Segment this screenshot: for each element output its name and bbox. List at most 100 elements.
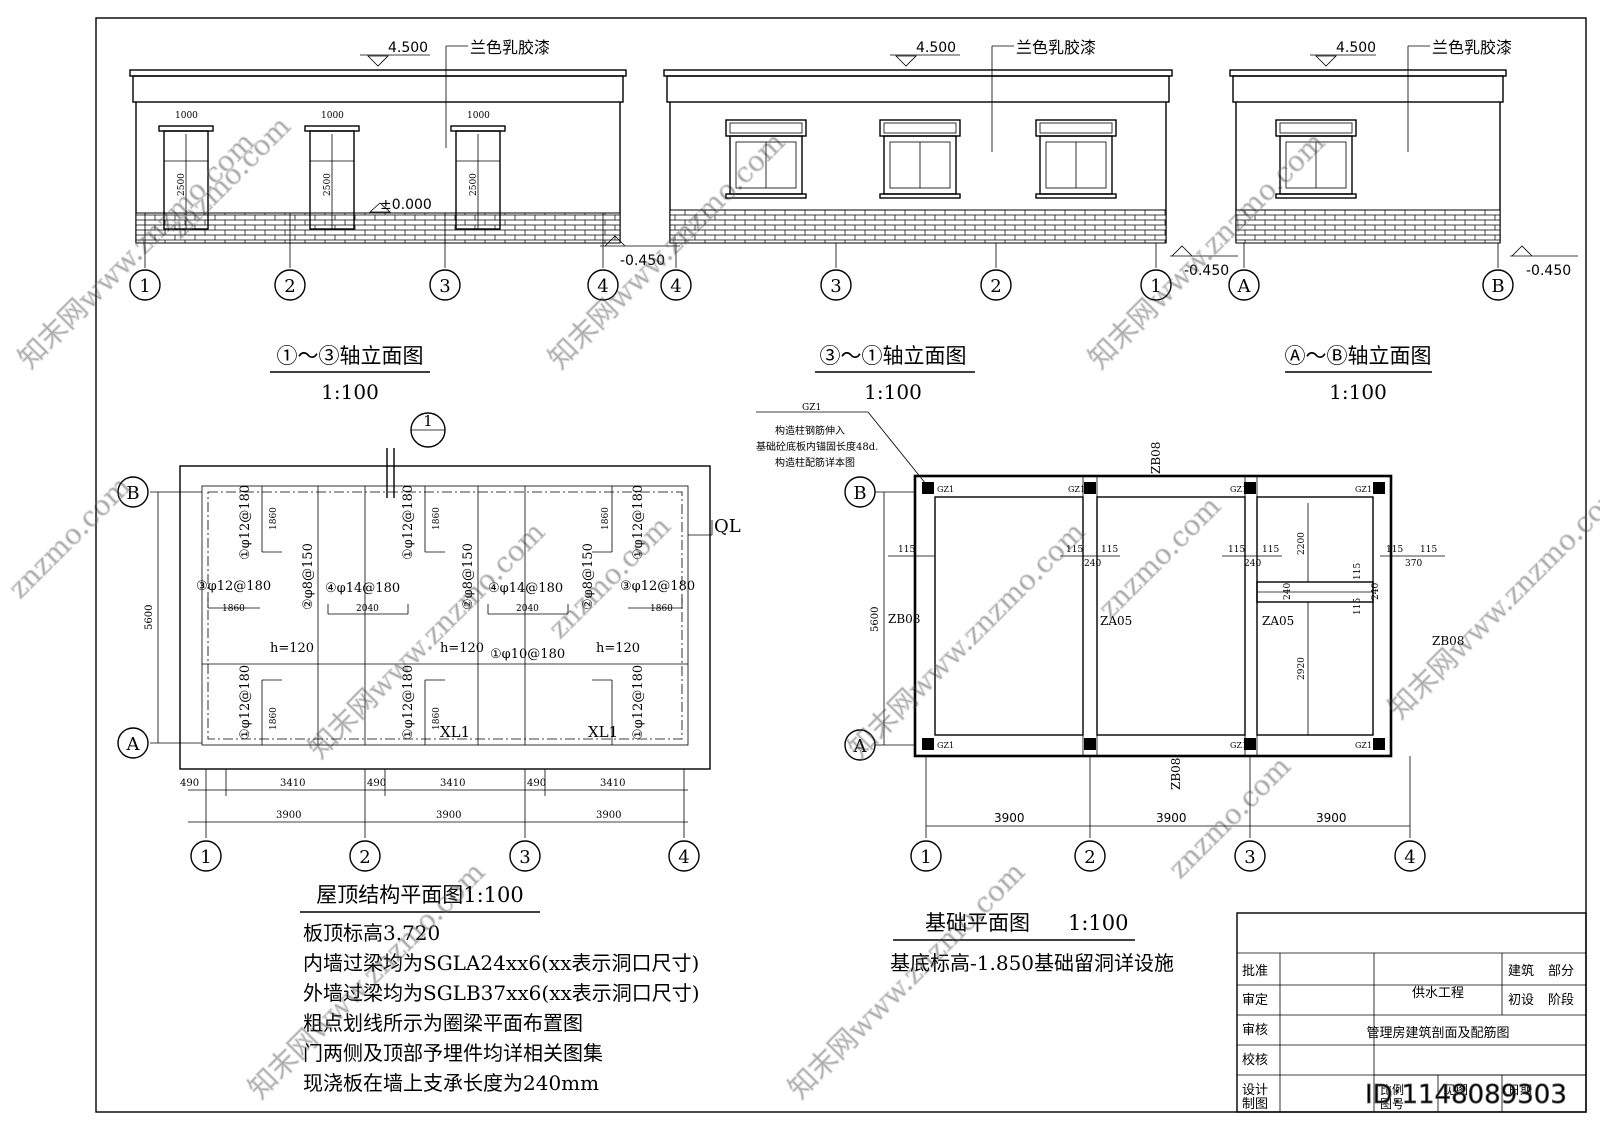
dim-1860: 1860 <box>432 707 442 730</box>
dim-115: 115 <box>1386 545 1403 555</box>
brick-plinth <box>1235 209 1501 244</box>
dim-2040: 2040 <box>516 604 539 614</box>
axis-bubble: 2 <box>1084 847 1095 868</box>
dim-115: 115 <box>898 545 915 555</box>
paint-note: 兰色乳胶漆 <box>470 38 550 57</box>
dim-3900: 3900 <box>436 810 461 821</box>
paint-note: 兰色乳胶漆 <box>1432 38 1512 57</box>
brick-plinth <box>669 209 1167 244</box>
door-3 <box>450 125 506 230</box>
dim-2040: 2040 <box>356 604 379 614</box>
foundation-scale: 1:100 <box>1068 911 1129 935</box>
elevation-3: 4.500 兰色乳胶漆 -0.450 A B Ⓐ～Ⓑ轴立面图 1:100 <box>1228 38 1578 404</box>
dim-240: 240 <box>1371 583 1381 600</box>
dim-1860: 1860 <box>432 507 442 530</box>
foundation-outline <box>913 474 1393 758</box>
tb-date-label: 日期 <box>1508 1083 1532 1097</box>
elevation-title: ③～①轴立面图 <box>820 344 967 368</box>
axis-bubble: A <box>853 736 868 757</box>
gz-label: GZ1 <box>1355 485 1372 494</box>
rebar-label: ②φ8@150 <box>581 543 596 610</box>
foundation-title: 基础平面图 <box>925 911 1030 935</box>
foundation-note: 基底标高-1.850基础留洞详设施 <box>890 951 1174 975</box>
tb-stage: 初设 <box>1508 993 1534 1008</box>
door-height: 2500 <box>323 173 333 196</box>
dim-1860: 1860 <box>222 604 245 614</box>
tb-row-label: 制图 <box>1242 1097 1268 1112</box>
zb08-label: ZB08 <box>888 612 920 626</box>
dim-240: 240 <box>1283 583 1293 600</box>
dim-115: 115 <box>1101 545 1118 555</box>
gz-label: GZ1 <box>1068 485 1085 494</box>
axis-bubble: 2 <box>284 276 295 297</box>
axis-bubble: 2 <box>359 847 370 868</box>
watermark-text: 知末网www.znzmo.com <box>1382 475 1600 725</box>
dim-1860: 1860 <box>650 604 673 614</box>
gz-note: GZ1 <box>802 403 821 413</box>
window-3 <box>1035 119 1117 199</box>
gz-note: 构造柱配筋详本图 <box>775 456 855 469</box>
axis-bubble: 3 <box>439 276 450 297</box>
level-top: 4.500 <box>388 40 428 56</box>
zb08-label: ZB08 <box>1432 634 1464 648</box>
axis-bubble: B <box>853 483 866 504</box>
tb-row-label: 审定 <box>1242 993 1268 1008</box>
slab-thickness: h=120 <box>440 641 484 656</box>
rebar-label: ①φ12@180 <box>238 665 253 740</box>
gz-label: GZ1 <box>1230 741 1247 750</box>
window-1 <box>725 119 807 199</box>
tb-cat: 部分 <box>1548 964 1574 979</box>
watermark-text: 知末网www.znzmo.com <box>542 125 792 375</box>
axis-bubble: 1 <box>139 276 150 297</box>
roof-plan: 1 QL B A 5600 ①φ12@180 ①φ12@180 ①φ12@180… <box>117 412 741 1095</box>
door-width: 1000 <box>321 111 344 121</box>
axis-bubble: B <box>126 483 139 504</box>
rebar-label: ①φ12@180 <box>401 665 416 740</box>
door-width: 1000 <box>175 111 198 121</box>
level-ground: -0.450 <box>1184 263 1229 279</box>
dim-3900: 3900 <box>1316 811 1347 825</box>
gz-label: GZ1 <box>937 741 954 750</box>
roof-note: 板顶标高3.720 <box>303 921 440 945</box>
brick-plinth <box>135 212 621 244</box>
tb-project: 供水工程 <box>1412 986 1464 1001</box>
dim-115: 115 <box>1228 545 1245 555</box>
axis-bubble: A <box>126 734 141 755</box>
watermark-text: 知末网www.znzmo.com <box>782 855 1032 1105</box>
tb-scale-value: 见图 <box>1444 1083 1468 1097</box>
dim-490: 490 <box>527 778 546 789</box>
axis-bubble: 2 <box>990 276 1001 297</box>
watermark-text: znzmo.com <box>2 470 137 605</box>
tb-row-label: 批准 <box>1242 964 1268 979</box>
door-width: 1000 <box>467 111 490 121</box>
section-mark: 1 <box>423 412 433 430</box>
axis-bubble: 1 <box>1150 276 1161 297</box>
tb-cat: 建筑 <box>1508 963 1534 979</box>
gz-label: GZ1 <box>1230 485 1247 494</box>
rebar-label: ③φ12@180 <box>620 579 695 594</box>
dim-3410: 3410 <box>280 778 305 789</box>
dim-115: 115 <box>1353 563 1363 580</box>
roof-note: 现浇板在墙上支承长度为240mm <box>303 1071 599 1095</box>
door-1 <box>158 125 214 230</box>
za05-label: ZA05 <box>1100 614 1132 628</box>
dim-370: 370 <box>1405 559 1422 569</box>
tb-no-label: 图号 <box>1380 1097 1404 1111</box>
rebar-label: ④φ14@180 <box>325 581 400 596</box>
dim-1860: 1860 <box>269 707 279 730</box>
tb-drawing: 管理房建筑剖面及配筋图 <box>1366 1025 1509 1041</box>
axis-bubble: 3 <box>519 847 530 868</box>
dim-3410: 3410 <box>440 778 465 789</box>
gz-note: 基础砼底板内锚固长度48d. <box>756 440 878 453</box>
rebar-label: ①φ12@180 <box>401 485 416 560</box>
tb-scale-label: 比例 <box>1380 1083 1404 1097</box>
title-block: 批准 审定 审核 校核 设计 制图 供水工程 管理房建筑剖面及配筋图 建筑 部分… <box>1236 912 1587 1113</box>
rebar-label: ④φ14@180 <box>488 581 563 596</box>
zb08-label: ZB08 <box>1169 758 1183 790</box>
elevation-1: 1000 1000 1000 2500 2500 2500 4.500 兰色乳胶… <box>129 38 680 404</box>
door-2 <box>304 125 360 230</box>
rebar-label: ③φ12@180 <box>196 579 271 594</box>
watermark-text: 知末网www.znzmo.com <box>842 515 1092 765</box>
dim-1860: 1860 <box>269 507 279 530</box>
sheet-border <box>95 17 1587 1113</box>
